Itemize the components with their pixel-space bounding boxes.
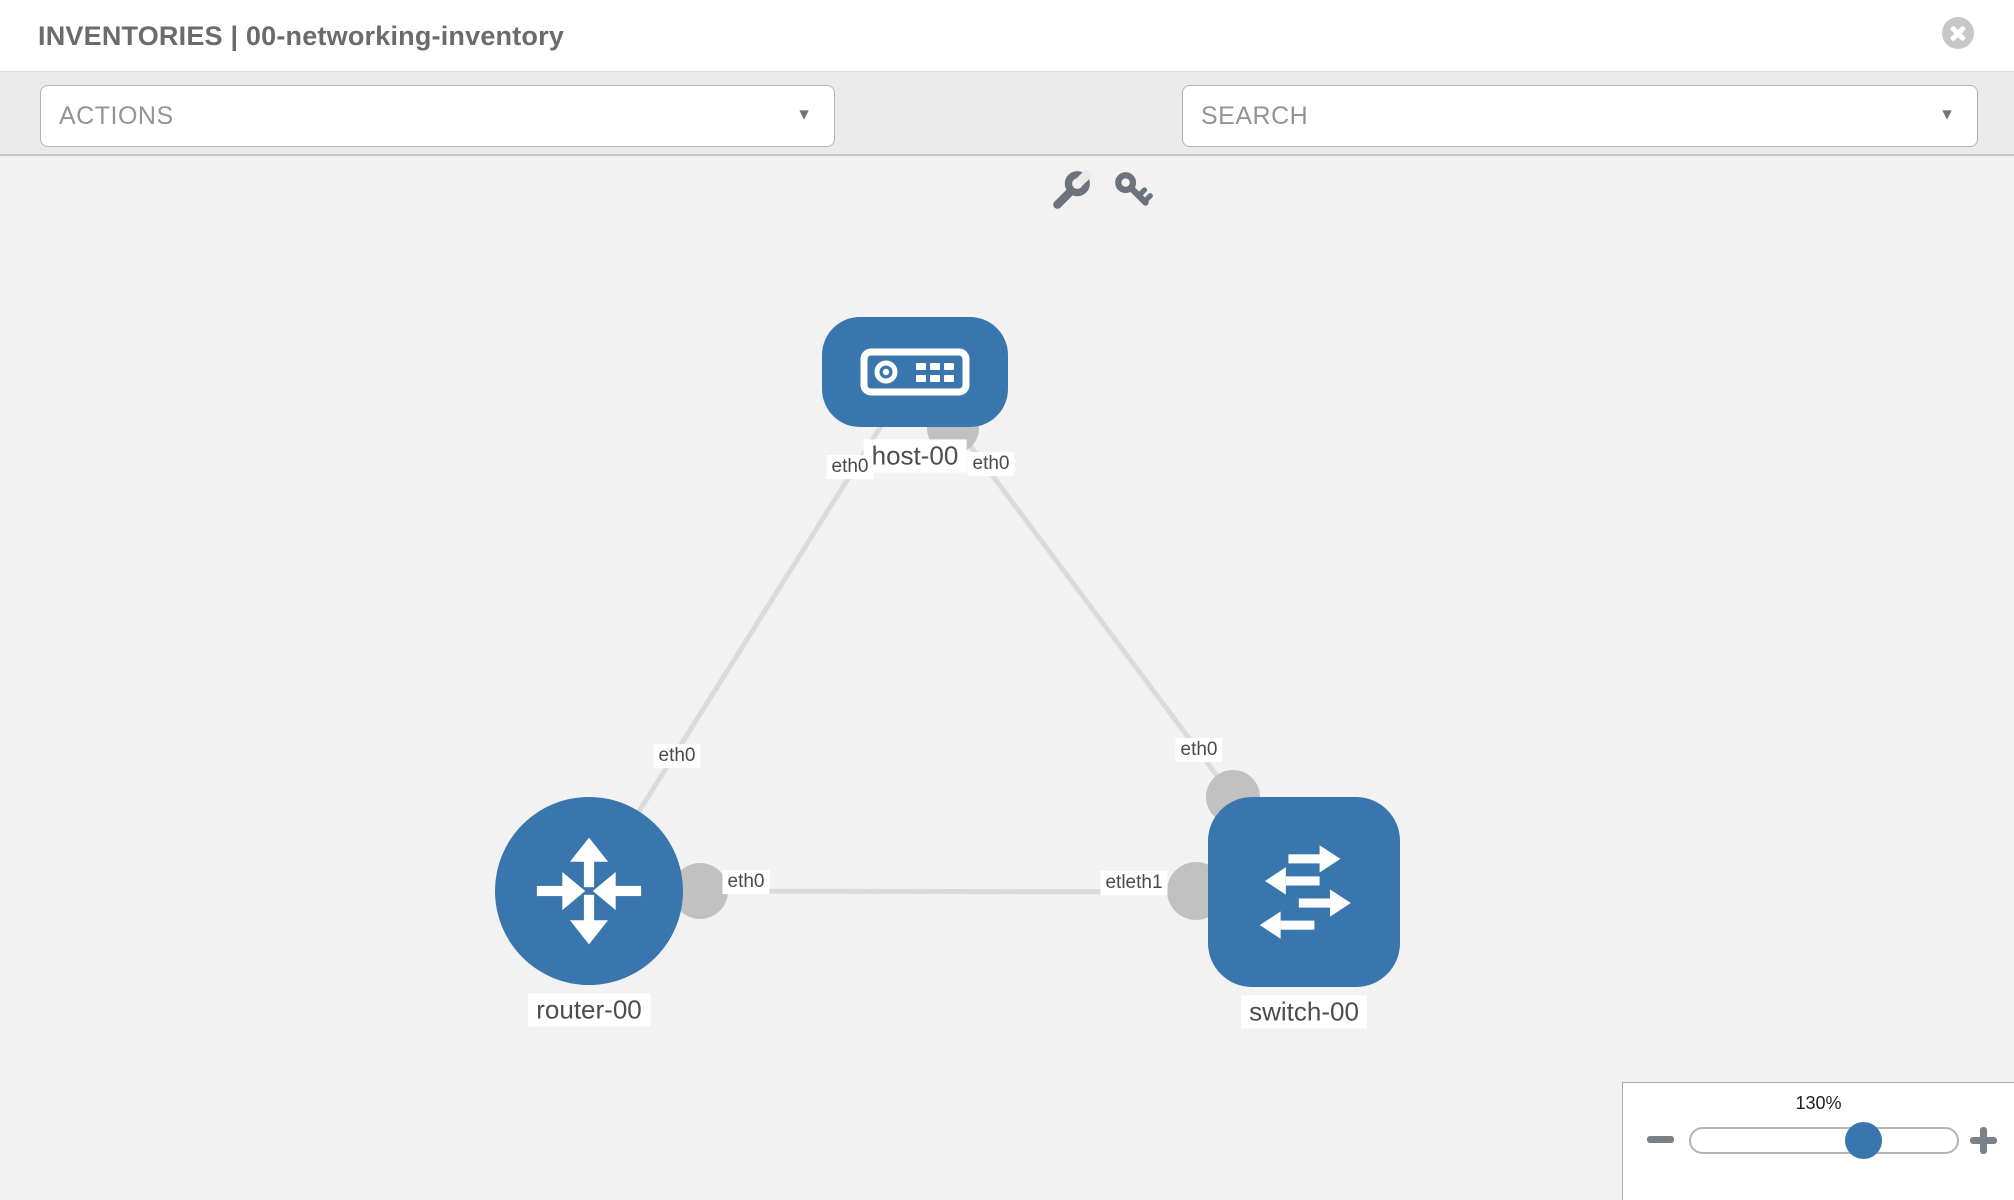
interface-label: eth0 — [826, 455, 874, 479]
interface-label: eth0 — [722, 870, 770, 894]
key-icon[interactable] — [1112, 169, 1156, 213]
actions-dropdown[interactable]: ACTIONS ▼ — [40, 85, 835, 147]
zoom-out-button[interactable] — [1647, 1136, 1674, 1143]
close-icon[interactable] — [1942, 17, 1974, 49]
page-title: INVENTORIES | 00-networking-inventory — [38, 21, 565, 51]
interface-label: etleth1 — [1100, 871, 1168, 895]
toolbar: ACTIONS ▼ SEARCH ▼ — [0, 72, 2014, 209]
interface-label: eth0 — [1175, 738, 1223, 762]
header: INVENTORIES | 00-networking-inventory — [0, 0, 2014, 72]
host-icon — [860, 348, 970, 396]
interface-label: eth0 — [653, 744, 701, 768]
interface-port[interactable] — [672, 863, 728, 919]
node-router-00[interactable] — [495, 797, 683, 985]
interface-label: eth0 — [967, 452, 1015, 476]
router-icon — [536, 837, 642, 945]
chevron-down-icon: ▼ — [1939, 106, 1955, 124]
zoom-in-button[interactable] — [1970, 1127, 1997, 1154]
switch-icon — [1259, 845, 1351, 939]
search-dropdown[interactable]: SEARCH ▼ — [1182, 85, 1978, 147]
node-host-00[interactable] — [822, 317, 1008, 427]
actions-dropdown-label: ACTIONS — [59, 101, 174, 130]
node-label-host-00: host-00 — [863, 439, 967, 473]
zoom-slider-track[interactable] — [1689, 1122, 1959, 1159]
search-placeholder: SEARCH — [1201, 101, 1309, 130]
wrench-icon[interactable] — [1048, 168, 1093, 213]
plus-bar — [1980, 1127, 1987, 1154]
zoom-panel: 130% — [1622, 1082, 2014, 1200]
chevron-down-icon: ▼ — [796, 106, 812, 124]
node-switch-00[interactable] — [1208, 797, 1400, 987]
zoom-slider-knob[interactable] — [1845, 1122, 1883, 1159]
node-label-switch-00: switch-00 — [1241, 995, 1367, 1029]
node-label-router-00: router-00 — [528, 993, 650, 1027]
zoom-level-value: 130% — [1795, 1093, 1842, 1113]
